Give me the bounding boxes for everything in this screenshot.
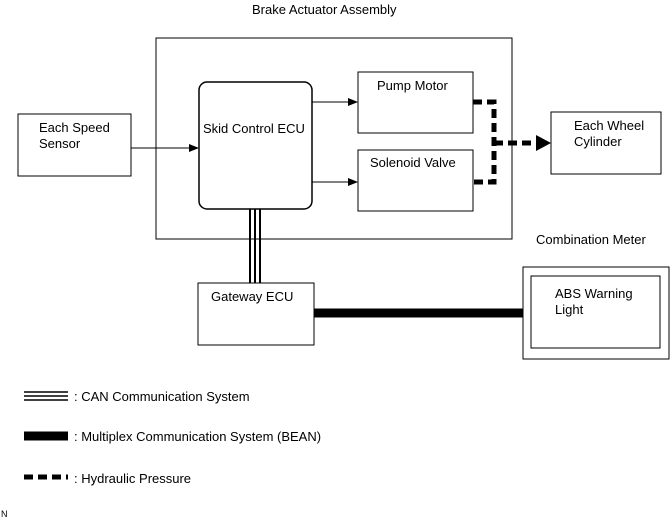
legend-can-label: : CAN Communication System (74, 389, 250, 404)
gateway-ecu-label: Gateway ECU (211, 289, 294, 304)
assembly-title: Brake Actuator Assembly (252, 2, 397, 17)
speed-sensor-label: Each Speed Sensor (39, 120, 110, 151)
solenoid-valve-label: Solenoid Valve (370, 155, 456, 170)
can-communication-line (249, 209, 261, 283)
speed-sensor-box (17, 113, 132, 177)
legend-hydraulic-label: : Hydraulic Pressure (74, 471, 192, 486)
abs-warning-light-box (530, 275, 661, 349)
solenoid-valve-box (357, 149, 474, 212)
abs-warning-light-label: ABS Warning Light (555, 286, 633, 317)
brake-actuator-assembly-box (155, 37, 513, 240)
legend-can-symbol (24, 391, 68, 401)
pump-motor-label: Pump Motor (377, 78, 448, 93)
footnote-mark: N (1, 509, 8, 519)
skid-ecu-label: Skid Control ECU (203, 121, 305, 136)
skid-control-ecu-box (198, 81, 313, 210)
wheel-cylinder-label: Each Wheel Cylinder (574, 118, 645, 149)
combination-meter-label: Combination Meter (536, 232, 646, 247)
hydraulic-pressure-lines (473, 99, 551, 185)
legend-bean-label: : Multiplex Communication System (BEAN) (74, 429, 322, 444)
